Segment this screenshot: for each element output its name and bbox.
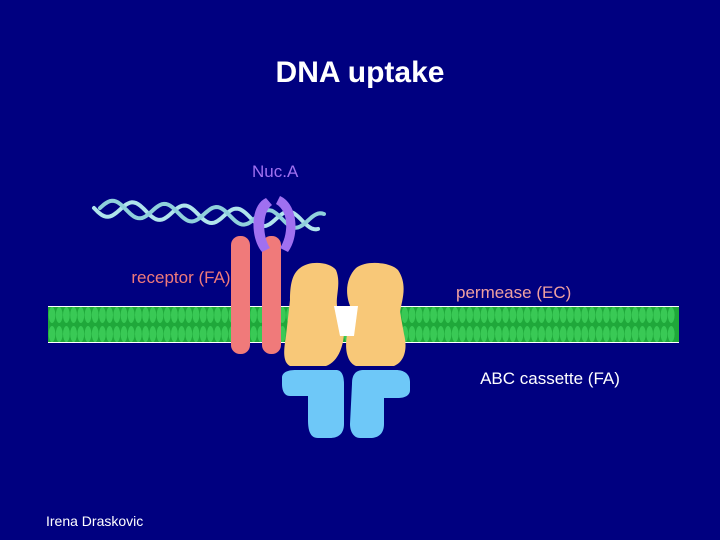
permease-protein <box>284 262 406 366</box>
author-credit: Irena Draskovic <box>46 513 144 529</box>
receptor-label: receptor (FA) <box>131 268 231 287</box>
nuclease-nuca <box>253 196 296 252</box>
nuca-label: Nuc.A <box>252 162 299 181</box>
slide-title: DNA uptake <box>275 56 445 89</box>
permease-label: permease (EC) <box>456 283 572 302</box>
receptor-protein <box>231 236 281 354</box>
abc-cassette-protein <box>282 370 410 438</box>
abc-cassette-label: ABC cassette (FA) <box>480 369 620 388</box>
